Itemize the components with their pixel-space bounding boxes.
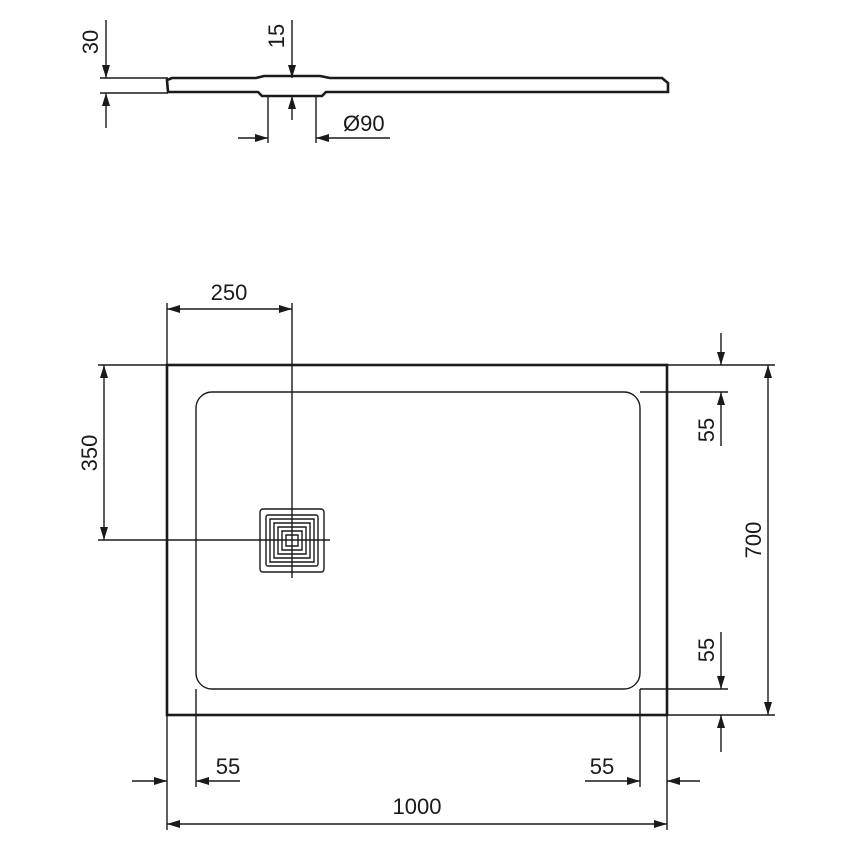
rim-right-arrow-left: [627, 777, 640, 785]
rim-left-arrow-left: [154, 777, 167, 785]
tray-side-profile: [165, 74, 670, 98]
drain-diameter-arrow-right: [316, 134, 329, 142]
rim-left-dimension-label: 55: [216, 754, 240, 779]
drain-depth-arrow-bottom: [288, 96, 296, 109]
drain-y-dimension-label: 350: [77, 435, 102, 472]
thickness-arrow-top: [102, 65, 110, 78]
drain-diameter-dimension-label: Ø90: [343, 111, 385, 136]
drain-x-arrow-left: [167, 305, 180, 313]
depth-dimension-label: 700: [741, 522, 766, 559]
width-arrow-left: [167, 820, 180, 828]
thickness-dimension-label: 30: [78, 30, 103, 54]
rim-bottom-arrow-upper: [717, 676, 725, 689]
rim-top-arrow-upper: [717, 352, 725, 365]
depth-arrow-bottom: [764, 702, 772, 715]
drain-y-arrow-bottom: [100, 527, 108, 540]
width-arrow-right: [654, 820, 667, 828]
thickness-arrow-bottom: [102, 93, 110, 106]
drain-x-dimension-label: 250: [211, 280, 248, 305]
width-dimension-label: 1000: [393, 794, 442, 819]
rim-right-dimension-label: 55: [590, 754, 614, 779]
drain-depth-dimension-label: 15: [264, 24, 289, 48]
rim-bottom-arrow-lower: [717, 715, 725, 728]
drain-x-arrow-right: [279, 305, 292, 313]
drain-y-arrow-top: [100, 365, 108, 378]
rim-right-arrow-right: [667, 777, 680, 785]
rim-top-dimension-label: 55: [694, 418, 719, 442]
rim-bottom-dimension-label: 55: [694, 638, 719, 662]
drain-diameter-arrow-left: [255, 134, 268, 142]
drain-grate-pattern: [269, 518, 315, 563]
side-view: 30 15 Ø90: [78, 20, 670, 143]
plan-view: 250 350 700 55 55 55: [77, 280, 775, 830]
depth-arrow-top: [764, 365, 772, 378]
rim-left-arrow-right: [196, 777, 209, 785]
rim-top-arrow-lower: [717, 392, 725, 405]
